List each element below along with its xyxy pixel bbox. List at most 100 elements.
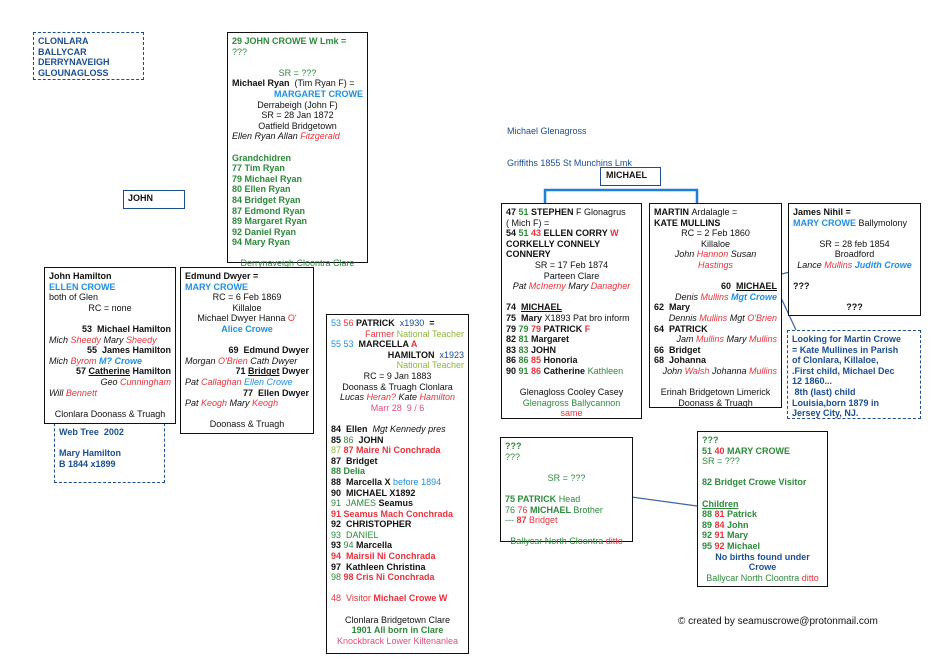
text-segment: 83 — [506, 344, 519, 355]
text-segment: Ellen Ryan Allan — [232, 131, 301, 142]
text-segment: Marr 28 9 / 6 — [370, 402, 425, 413]
text-segment: 85 — [531, 355, 544, 366]
text-line: Alice Crowe — [185, 324, 309, 335]
text-segment: 79 Michael Ryan — [232, 173, 303, 184]
text-segment: 92 — [702, 530, 715, 541]
text-line — [49, 398, 171, 409]
text-line: Doonass & Truagh Clonlara — [331, 382, 464, 393]
text-line: James Nihil = — [793, 207, 916, 218]
text-line: Geo Cunningham — [49, 377, 171, 388]
text-segment: Children — [702, 498, 739, 509]
text-segment: 77 Tim Ryan — [232, 163, 285, 174]
text-segment: Byrom — [70, 355, 100, 366]
text-segment: 98 Cris Ni Conchrada — [343, 572, 435, 583]
text-line — [702, 488, 823, 499]
text-line — [793, 228, 916, 239]
text-line: 84 Bridget Ryan — [232, 195, 363, 206]
text-line: 74 MICHAEL — [506, 302, 637, 313]
text-segment: 79 — [531, 323, 544, 334]
text-line: 12 1860... — [792, 376, 916, 387]
text-segment: Knockbrack Lower Kiltenanlea — [336, 635, 459, 646]
text-line: 98 98 Cris Ni Conchrada — [331, 572, 464, 583]
text-segment: Doonass & Truagh — [209, 419, 285, 430]
text-segment: ??? — [702, 435, 719, 445]
text-segment: Parteen Clare — [543, 270, 600, 281]
text-segment: SR = ??? — [547, 472, 586, 483]
text-line — [793, 292, 916, 303]
text-segment: 90 MICHAEL X1892 — [331, 487, 416, 498]
text-segment: No births found under — [715, 551, 810, 562]
text-segment: Mary — [103, 334, 127, 345]
text-segment: 71 — [235, 366, 248, 377]
text-line: Marr 28 9 / 6 — [331, 403, 464, 414]
text-segment: = — [429, 318, 435, 328]
text-segment: Geo — [100, 376, 120, 387]
text-segment: Heran? — [366, 392, 399, 403]
text-line: 82 81 Margaret — [506, 334, 637, 345]
text-segment: 60 — [720, 281, 736, 292]
text-segment: 12 1860... — [792, 376, 833, 387]
text-segment: Derrynaveigh Cloontra Clare — [240, 258, 355, 269]
text-line: 75 Mary X1893 Pat bro inform — [506, 313, 637, 324]
text-segment: 90 — [506, 365, 519, 376]
text-segment: 92 — [714, 540, 728, 551]
text-segment: Sheedy — [70, 334, 104, 345]
text-segment: Mgt Crowe — [731, 291, 777, 302]
text-line: 84 Ellen Mgt Kennedy pres — [331, 424, 464, 435]
text-line: 68 Johanna — [654, 355, 777, 366]
text-segment: Web Tree 2002 — [59, 427, 124, 437]
text-segment: Cath Dwyer — [250, 355, 298, 366]
text-segment: ??? — [846, 302, 863, 313]
text-line: 53 Michael Hamilton — [49, 324, 171, 335]
text-line: CORKELLY CONNELY — [506, 239, 637, 250]
text-line: Denis Mullins Mgt Crowe — [654, 292, 777, 303]
text-segment: Walsh — [684, 365, 712, 376]
text-segment: 75 Mary — [506, 312, 545, 323]
text-line: 53 56 PATRICK x1930 = — [331, 318, 464, 329]
text-line: Killaloe — [654, 239, 777, 250]
text-segment: O' — [287, 313, 297, 324]
text-segment: Bridget — [247, 366, 280, 377]
text-line: 47 51 STEPHEN F Glonagrus — [506, 207, 637, 218]
text-segment: Judith Crowe — [854, 259, 912, 270]
text-segment: 55 James Hamilton — [86, 345, 171, 356]
text-segment: MARGARET CROWE — [274, 88, 363, 99]
text-line — [232, 142, 363, 153]
text-segment: 75 PATRICK — [505, 493, 559, 504]
text-segment: Doonass & Truagh — [678, 397, 753, 408]
text-segment: Hannon — [696, 249, 731, 260]
text-segment: Mary Hamilton — [59, 448, 122, 459]
text-segment: Callaghan — [201, 376, 245, 387]
text-segment: 87 Maire Ni Conchrada — [343, 445, 441, 456]
text-segment: 29 JOHN CROWE W Lmk = — [232, 36, 347, 46]
text-segment: Clonlara Bridgetown Clare — [344, 614, 451, 625]
patrick-box: 53 56 PATRICK x1930 =Farmer National Tea… — [326, 314, 469, 654]
text-segment: STEPHEN — [531, 207, 577, 217]
text-segment: MICHAEL — [736, 281, 777, 292]
places-box: CLONLARA BALLYCAR DERRYNAVEIGH GLOUNAGLO… — [33, 32, 144, 80]
text-line: 54 51 43 ELLEN CORRY W — [506, 228, 637, 239]
text-line: = Kate Mullines in Parish — [792, 345, 916, 356]
text-segment: 84 Bridget Ryan — [232, 194, 301, 205]
text-line: RC = 2 Feb 1860 — [654, 228, 777, 239]
text-line: 87 Edmond Ryan — [232, 206, 363, 217]
text-segment: Mich — [49, 334, 71, 345]
michael-family-bracket — [543, 188, 699, 204]
text-segment: Susan — [730, 249, 757, 260]
text-segment: X1893 Pat bro inform — [544, 312, 630, 323]
text-line: Michael Dwyer Hanna O' — [185, 313, 309, 324]
text-line: Farmer National Teacher — [331, 329, 464, 340]
text-segment: W — [610, 228, 619, 239]
text-line: Will Bennett — [49, 388, 171, 399]
glenagross-note: Michael Glenagross Griffiths 1855 St Mun… — [507, 105, 632, 190]
text-line — [793, 271, 916, 282]
text-segment: SR = 28 Jan 1872 — [261, 110, 334, 121]
text-line: 92 91 Mary — [702, 530, 823, 541]
text-segment: both of Glen — [49, 292, 99, 303]
text-line: SR = ??? — [232, 68, 363, 79]
text-segment: 92 Daniel Ryan — [232, 226, 297, 237]
text-segment: RC = 6 Feb 1869 — [212, 292, 282, 303]
text-segment: MARCELLA — [358, 339, 411, 350]
text-segment: 87 Edmond Ryan — [232, 205, 306, 216]
